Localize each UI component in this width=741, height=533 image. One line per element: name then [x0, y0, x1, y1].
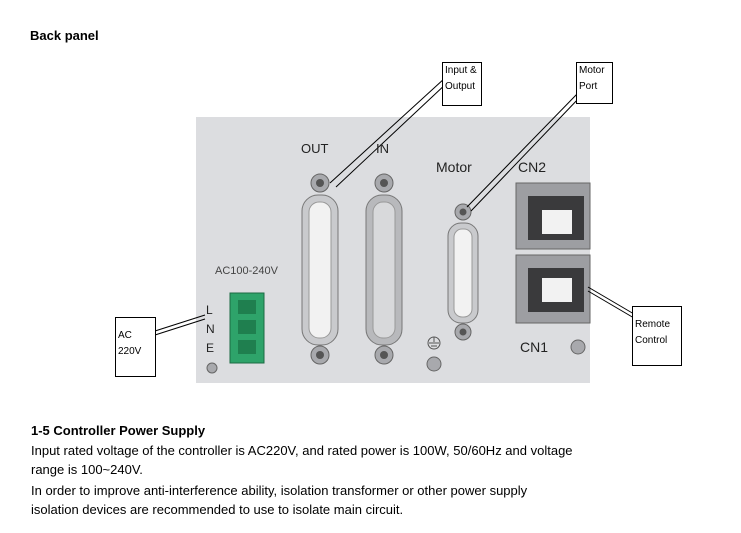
- motor-connector: [447, 203, 479, 341]
- cn2-port: [515, 182, 591, 250]
- in-label: IN: [376, 141, 389, 156]
- cn1-label: CN1: [520, 339, 549, 355]
- out-connector: [301, 173, 339, 365]
- screw-icon: [206, 339, 586, 374]
- power-supply-paragraph-2: In order to improve anti-interference ab…: [31, 483, 528, 517]
- power-supply-paragraph-1: Input rated voltage of the controller is…: [31, 443, 573, 477]
- out-label: OUT: [301, 141, 329, 156]
- ac-range-label: AC100-240V: [215, 265, 278, 277]
- motor-label: Motor: [436, 159, 472, 175]
- in-connector: [365, 173, 403, 365]
- terminal-l-label: L: [206, 303, 213, 317]
- back-panel-title: Back panel: [30, 28, 99, 43]
- cn1-port: [515, 254, 591, 324]
- terminal-e-label: E: [206, 341, 215, 355]
- callout-input-output: Input &Output: [442, 62, 482, 106]
- terminal-n-label: N: [206, 322, 215, 336]
- cn2-label: CN2: [518, 159, 547, 175]
- callout-leaders: [154, 77, 635, 336]
- ground-icon: [426, 336, 442, 372]
- power-terminal: [229, 292, 265, 364]
- power-supply-heading: 1-5 Controller Power Supply: [31, 423, 206, 438]
